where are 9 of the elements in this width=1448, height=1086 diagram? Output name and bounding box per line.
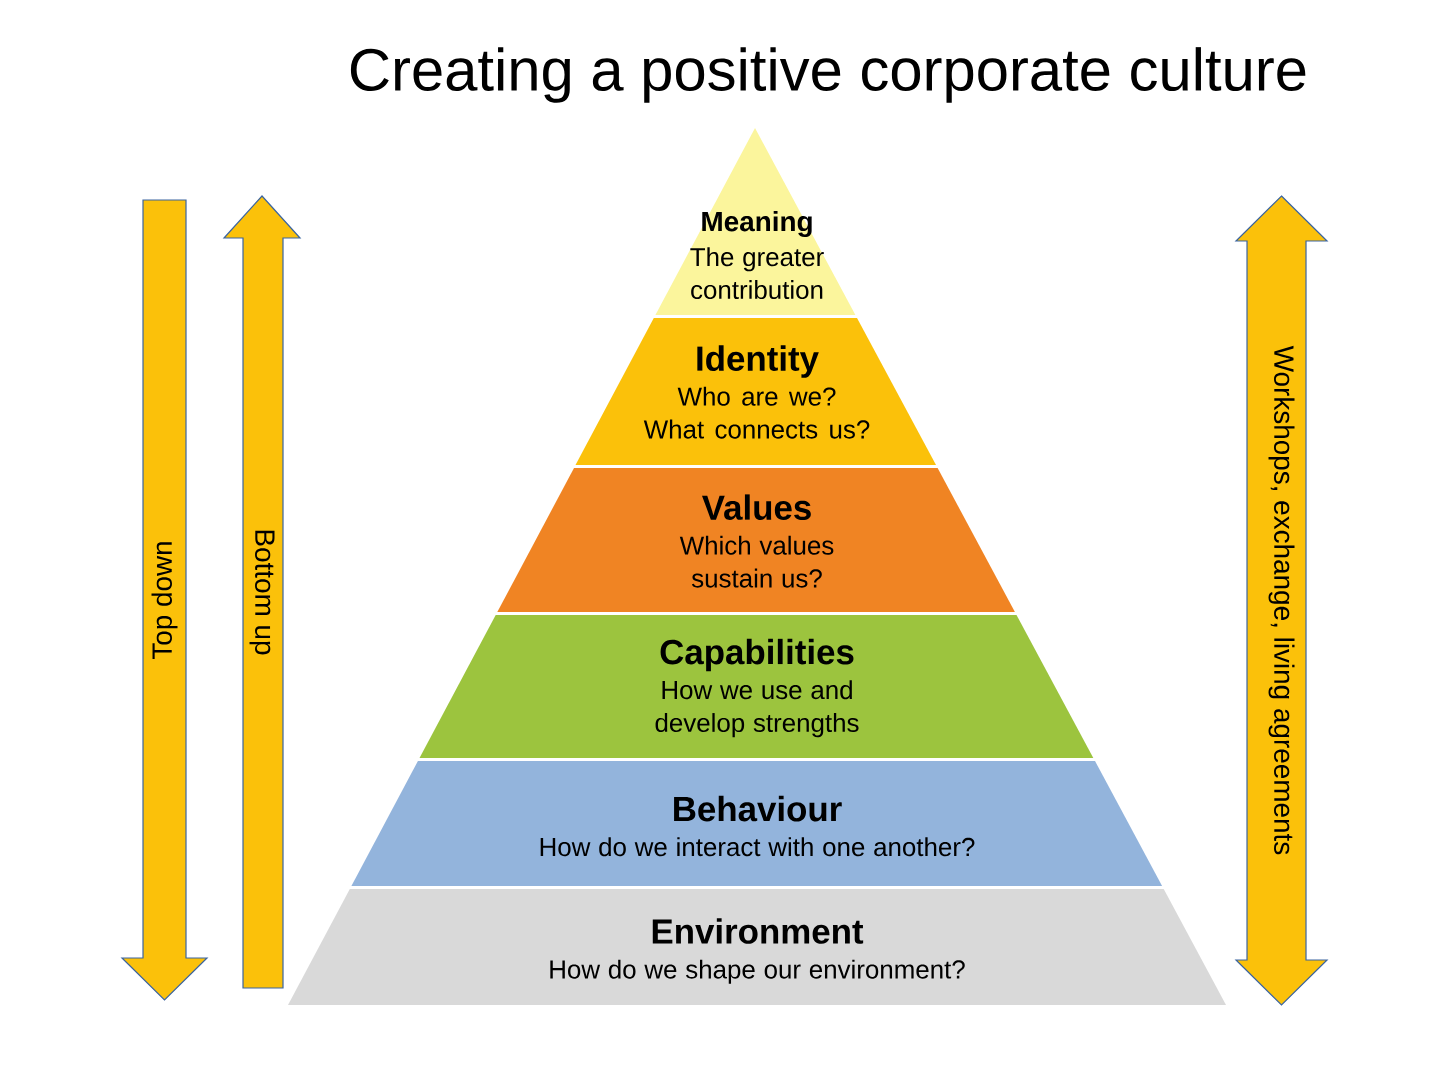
pyramid-layer: Meaning The greater contribution: [655, 128, 856, 315]
pyramid-layer: Environment How do we shape our environment?: [288, 889, 1226, 1005]
title: Creating a positive corporate culture: [350, 47, 1306, 103]
pyramid-layer: Values Which values sustain us?: [497, 468, 1015, 612]
pointer-banner: Top down: [120, 199, 209, 1001]
pointer-banner: Workshops, exchange, living agreements: [1234, 195, 1329, 1006]
pyramid-layer: Behaviour How do we interact with one another?: [351, 761, 1163, 886]
pyramid-layer: Identity Who are we? What connects us?: [575, 318, 936, 465]
pyramid-layer: Capabilities How we use and develop strengths: [419, 615, 1094, 758]
